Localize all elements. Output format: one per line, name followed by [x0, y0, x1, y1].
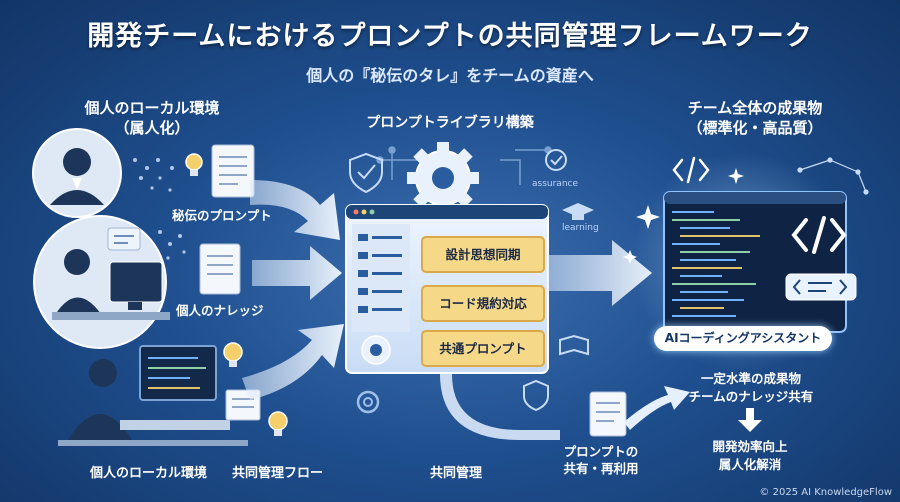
developer-avatar-1: [32, 128, 122, 218]
check-circle-icon: [545, 149, 567, 171]
flow-arrow-3: [242, 324, 344, 400]
document-icon: [589, 391, 627, 437]
code-chat-bubble: [785, 273, 857, 301]
gear-icon: [361, 335, 391, 365]
right-header-line1: チーム全体の成果物: [687, 99, 823, 117]
right-header: チーム全体の成果物 （標準化・高品質）: [660, 98, 850, 138]
share-label-line1: プロンプトの: [563, 444, 639, 459]
chat-bubble-icon: [107, 227, 141, 251]
left-header-line1: 個人のローカル環境: [84, 99, 220, 117]
lightbulb-icon: [268, 411, 288, 436]
code-editor-window: [663, 191, 847, 333]
document-icon: [211, 144, 255, 198]
assurance-label: assurance: [532, 179, 579, 189]
share-label: プロンプトの 共有・再利用: [546, 443, 656, 477]
secret-prompt-label: 秘伝のプロンプト: [172, 208, 272, 223]
outcome-line1: 開発効率向上: [712, 439, 788, 454]
graduation-cap-icon: [562, 203, 594, 220]
idea-dots-1: [133, 158, 174, 192]
result-text: 一定水準の成果物 チームのナレッジ共有: [676, 370, 826, 406]
sparkle-icons: [623, 168, 744, 264]
lightbulb-icon: [185, 153, 203, 176]
flow-arrow-1: [250, 180, 340, 240]
left-header-line2: （属人化）: [114, 119, 190, 137]
page-subtitle: 個人の『秘伝のタレ』をチームの資産へ: [306, 66, 594, 85]
shared-management-label: 共同管理: [430, 466, 483, 481]
learning-label: learning: [562, 223, 599, 233]
document-icon: [199, 243, 241, 295]
lightbulb-icon: [223, 342, 243, 367]
developer-avatar-2: [33, 215, 170, 349]
result-line2: チームのナレッジ共有: [688, 389, 814, 404]
gear-icon: [356, 390, 380, 414]
ai-assistant-banner: AIコーディングアシスタント: [654, 326, 832, 351]
right-header-line2: （標準化・高品質）: [687, 119, 823, 137]
outcome-text: 開発効率向上 属人化解消: [690, 438, 810, 474]
code-brackets-icon: [791, 216, 847, 254]
copyright: © 2025 AI KnowledgeFlow: [759, 487, 892, 498]
tag-design-sync: 設計思想同期: [421, 236, 545, 273]
result-line1: 一定水準の成果物: [700, 371, 801, 386]
page-title: 開発チームにおけるプロンプトの共同管理フレームワーク: [87, 21, 813, 52]
constellation: [797, 157, 869, 195]
outcome-line2: 属人化解消: [718, 457, 782, 472]
down-arrow-icon: [738, 408, 762, 432]
gear-icon: [407, 142, 479, 214]
developer-at-desk: [58, 345, 248, 446]
personal-knowledge-label: 個人のナレッジ: [176, 303, 264, 318]
flow-arrow-2: [252, 246, 342, 300]
share-arrow: [440, 374, 560, 440]
shield-check-icon: [349, 152, 383, 194]
library-header: プロンプトライブラリ構築: [366, 115, 534, 131]
flow-label: 共同管理フロー: [232, 466, 324, 481]
idea-dots-2: [158, 230, 186, 260]
tag-shared-prompt: 共通プロンプト: [421, 330, 545, 367]
book-icon: [559, 334, 589, 356]
left-header: 個人のローカル環境 （属人化）: [62, 98, 242, 138]
flow-arrow-to-results: [624, 386, 690, 430]
shield-icon: [523, 379, 549, 412]
share-label-line2: 共有・再利用: [563, 461, 639, 476]
local-env-label: 個人のローカル環境: [90, 466, 208, 481]
code-brackets-icon: [672, 156, 710, 184]
tag-code-rules: コード規約対応: [421, 285, 545, 322]
